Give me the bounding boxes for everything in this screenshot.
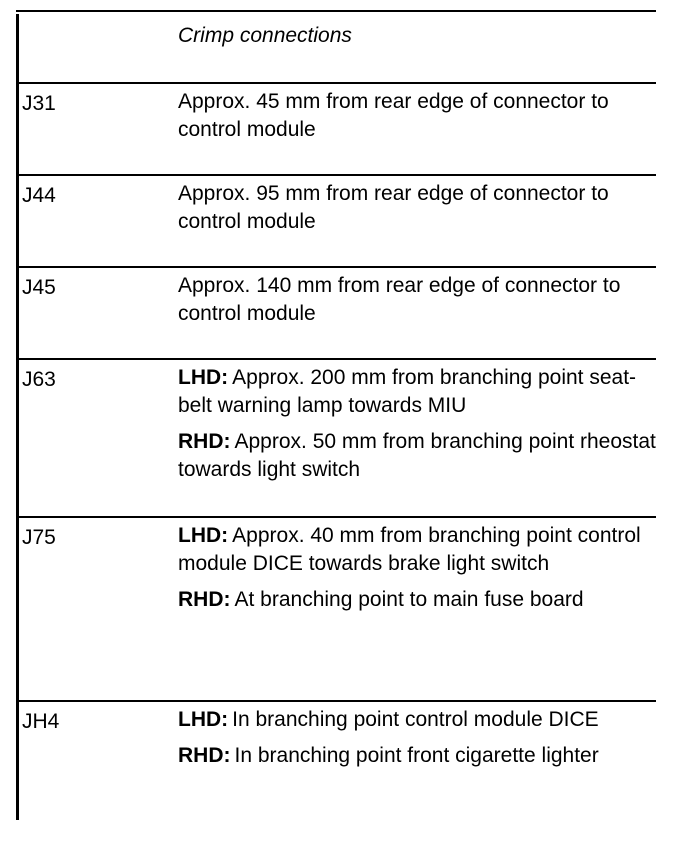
table-row: J63 LHD:Approx. 200 mm from branching po…	[16, 358, 656, 516]
drive-side-tag: RHD:	[178, 588, 231, 611]
description-paragraph: Approx. 95 mm from rear edge of connecto…	[178, 180, 658, 236]
connection-code: J75	[22, 526, 56, 549]
connection-description: LHD:Approx. 40 mm from branching point c…	[178, 522, 658, 614]
drive-side-tag: LHD:	[178, 366, 229, 389]
connection-code: J31	[22, 92, 56, 115]
left-border-rule	[16, 14, 19, 820]
connection-code: J44	[22, 184, 56, 207]
table-header-row: Crimp connections	[16, 10, 656, 82]
connection-code: J45	[22, 276, 56, 299]
drive-side-tag: RHD:	[178, 744, 231, 767]
table-row: J44 Approx. 95 mm from rear edge of conn…	[16, 174, 656, 266]
connection-description: Approx. 95 mm from rear edge of connecto…	[178, 180, 658, 236]
description-text: Approx. 40 mm from branching point contr…	[178, 524, 641, 575]
description-paragraph: Approx. 45 mm from rear edge of connecto…	[178, 88, 658, 144]
table-row: JH4 LHD:In branching point control modul…	[16, 700, 656, 824]
table-row: J75 LHD:Approx. 40 mm from branching poi…	[16, 516, 656, 700]
table-header-title: Crimp connections	[178, 24, 352, 47]
connection-description: Approx. 140 mm from rear edge of connect…	[178, 272, 658, 328]
description-text: Approx. 95 mm from rear edge of connecto…	[178, 182, 609, 233]
table-row: J45 Approx. 140 mm from rear edge of con…	[16, 266, 656, 358]
description-paragraph: LHD:Approx. 40 mm from branching point c…	[178, 522, 658, 578]
description-paragraph: RHD:Approx. 50 mm from branching point r…	[178, 428, 658, 484]
connection-description: LHD:In branching point control module DI…	[178, 706, 658, 770]
description-paragraph: Approx. 140 mm from rear edge of connect…	[178, 272, 658, 328]
description-text: In branching point control module DICE	[232, 708, 599, 731]
connection-code: JH4	[22, 710, 60, 733]
description-paragraph: RHD:In branching point front cigarette l…	[178, 742, 658, 770]
description-paragraph: RHD:At branching point to main fuse boar…	[178, 586, 658, 614]
connection-description: LHD:Approx. 200 mm from branching point …	[178, 364, 658, 484]
crimp-connections-table: Crimp connections J31 Approx. 45 mm from…	[16, 10, 656, 824]
drive-side-tag: RHD:	[178, 430, 231, 453]
description-text: In branching point front cigarette light…	[234, 744, 599, 767]
connection-description: Approx. 45 mm from rear edge of connecto…	[178, 88, 658, 144]
table-row: J31 Approx. 45 mm from rear edge of conn…	[16, 82, 656, 174]
drive-side-tag: LHD:	[178, 524, 229, 547]
description-text: Approx. 50 mm from branching point rheos…	[178, 430, 656, 481]
description-text: Approx. 200 mm from branching point seat…	[178, 366, 637, 417]
description-paragraph: LHD:In branching point control module DI…	[178, 706, 658, 734]
description-paragraph: LHD:Approx. 200 mm from branching point …	[178, 364, 658, 420]
description-text: Approx. 45 mm from rear edge of connecto…	[178, 90, 609, 141]
description-text: Approx. 140 mm from rear edge of connect…	[178, 274, 621, 325]
connection-code: J63	[22, 368, 56, 391]
description-text: At branching point to main fuse board	[234, 588, 584, 611]
drive-side-tag: LHD:	[178, 708, 229, 731]
